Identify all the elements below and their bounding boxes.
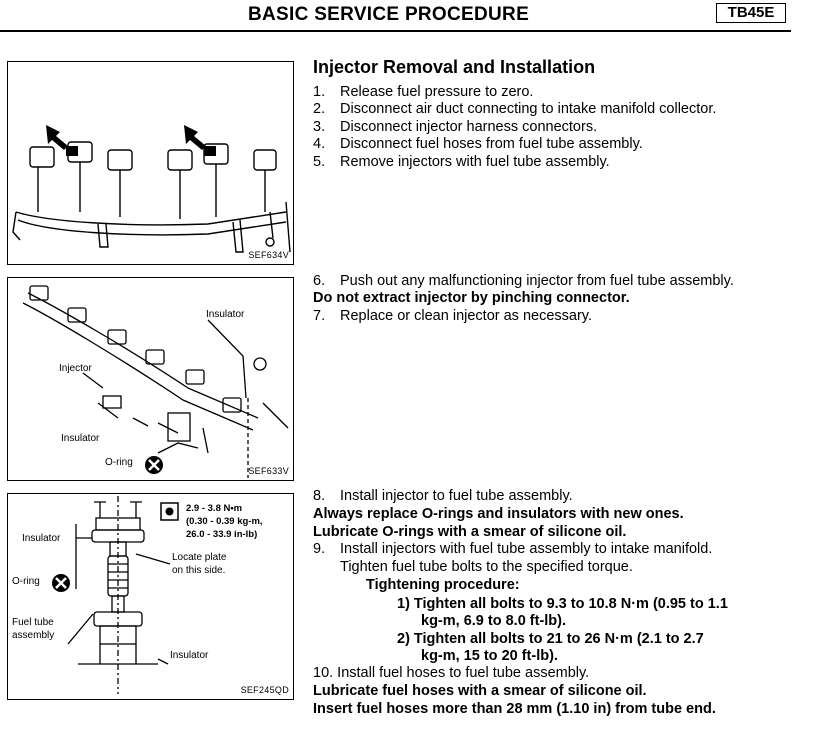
injector-installation-illustration	[67, 496, 171, 694]
label-insulator-top: Insulator	[22, 533, 61, 544]
label-fuel-tube-line1: Fuel tube	[12, 617, 54, 628]
torque-spec-line1: 2.9 - 3.8 N•m	[186, 503, 243, 514]
tightening-heading: Tightening procedure:	[366, 577, 520, 593]
fuel-tube-illustration	[12, 125, 291, 253]
step-number: 3.	[313, 119, 326, 135]
label-insulator-bottom: Insulator	[61, 433, 100, 444]
figure-code: SEF634V	[248, 250, 289, 260]
label-locate-plate-line2: on this side.	[172, 565, 226, 576]
step-item: 3. Disconnect injector harness connectors…	[313, 119, 597, 137]
label-locate-plate-line1: Locate plate	[172, 552, 227, 563]
torque-spec: 2.9 - 3.8 N•m (0.30 - 0.39 kg-m, 26.0 - …	[186, 502, 263, 541]
figure-injector-installation: 2.9 - 3.8 N•m (0.30 - 0.39 kg-m, 26.0 - …	[7, 493, 294, 700]
injector-push-out-illustration	[22, 285, 289, 478]
step-item: 8. Install injector to fuel tube assembly…	[313, 488, 573, 506]
label-insulator-top: Insulator	[206, 309, 245, 320]
x-mark-icon	[52, 574, 70, 592]
step-item: 4. Disconnect fuel hoses from fuel tube a…	[313, 136, 643, 154]
step-continuation: Tighten fuel tube bolts to the specified…	[340, 559, 633, 575]
label-injector: Injector	[59, 363, 92, 374]
important-note: Always replace O-rings and insulators wi…	[313, 506, 684, 522]
step-text: Push out any malfunctioning injector fro…	[340, 273, 734, 289]
tightening-step-cont: kg-m, 15 to 20 ft-lb).	[421, 648, 558, 664]
tightening-step: 2) Tighten all bolts to 21 to 26 N·m (2.…	[397, 631, 704, 647]
step-item: 7. Replace or clean injector as necessary…	[313, 308, 592, 326]
step-item: 1. Release fuel pressure to zero.	[313, 84, 533, 102]
step-number: 4.	[313, 136, 326, 152]
step-text: Disconnect air duct connecting to intake…	[340, 101, 717, 117]
label-fuel-tube-line2: assembly	[12, 630, 55, 641]
step-text: Release fuel pressure to zero.	[340, 84, 534, 100]
step-number: 9.	[313, 541, 326, 557]
warning-note: Do not extract injector by pinching conn…	[313, 290, 630, 306]
torque-spec-line3: 26.0 - 33.9 in-lb)	[186, 529, 258, 540]
label-oring: O-ring	[105, 457, 133, 468]
label-insulator-bottom: Insulator	[170, 650, 209, 661]
label-oring: O-ring	[12, 576, 40, 587]
torque-spec-line2: (0.30 - 0.39 kg-m,	[186, 516, 263, 527]
step-item: 2. Disconnect air duct connecting to inta…	[313, 101, 716, 119]
header-divider	[0, 30, 791, 32]
step-item: 10. Install fuel hoses to fuel tube asse…	[313, 665, 590, 681]
step-number: 6.	[313, 273, 326, 289]
tightening-step-cont: kg-m, 6.9 to 8.0 ft-lb).	[421, 613, 567, 629]
figure-code: SEF245QD	[240, 685, 289, 695]
step-number: 8.	[313, 488, 326, 504]
important-note: Lubricate O-rings with a smear of silico…	[313, 524, 627, 540]
tightening-step: 1) Tighten all bolts to 9.3 to 10.8 N·m …	[397, 596, 728, 612]
step-text: Disconnect injector harness connectors.	[340, 119, 598, 135]
figure-injector-push-out: Insulator Injector Insulator O-ring SEF6…	[7, 277, 294, 481]
step-text: Install injectors with fuel tube assembl…	[340, 541, 713, 557]
important-note: Lubricate fuel hoses with a smear of sil…	[313, 683, 647, 699]
page-code-badge: TB45E	[716, 3, 786, 23]
page-title: BASIC SERVICE PROCEDURE	[248, 4, 530, 25]
step-item: 5. Remove injectors with fuel tube assemb…	[313, 154, 610, 172]
section-heading: Injector Removal and Installation	[313, 57, 596, 77]
step-text: Remove injectors with fuel tube assembly…	[340, 154, 610, 170]
important-note: Insert fuel hoses more than 28 mm (1.10 …	[313, 701, 716, 717]
x-mark-icon	[145, 456, 163, 474]
step-text: Replace or clean injector as necessary.	[340, 308, 592, 324]
step-number: 7.	[313, 308, 326, 324]
step-number: 5.	[313, 154, 326, 170]
step-number: 1.	[313, 84, 326, 100]
step-text: Disconnect fuel hoses from fuel tube ass…	[340, 136, 643, 152]
figure-fuel-tube-removal: SEF634V	[7, 61, 294, 265]
step-item: 9. Install injectors with fuel tube assem…	[313, 541, 712, 559]
torque-wrench-icon	[160, 502, 179, 521]
step-item: 6. Push out any malfunctioning injector f…	[313, 273, 734, 291]
step-text: Install injector to fuel tube assembly.	[340, 488, 573, 504]
figure-code: SEF633V	[248, 466, 289, 476]
step-number: 2.	[313, 101, 326, 117]
